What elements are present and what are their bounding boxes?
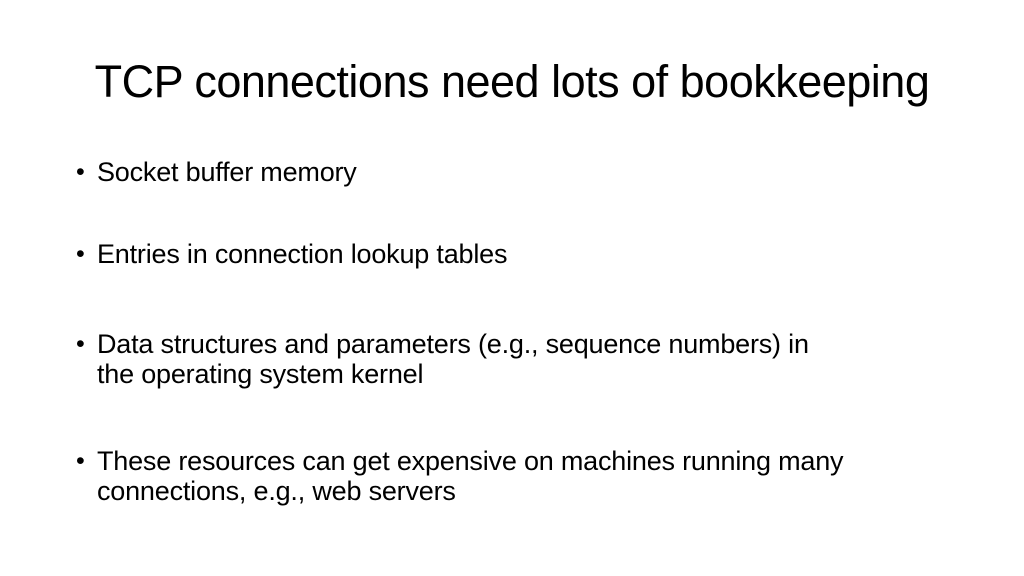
bullet-item-expensive-resources: • These resources can get expensive on m… — [76, 446, 966, 506]
bullet-text: Data structures and parameters (e.g., se… — [97, 329, 809, 389]
bullet-text: Entries in connection lookup tables — [97, 239, 508, 269]
slide-title: TCP connections need lots of bookkeeping — [94, 56, 930, 107]
bullet-dot: • — [76, 447, 85, 475]
bullet-text: These resources can get expensive on mac… — [97, 446, 844, 506]
bullet-item-lookup-tables: • Entries in connection lookup tables — [76, 239, 966, 269]
bullet-dot: • — [76, 158, 85, 186]
bullet-item-socket-buffer: • Socket buffer memory — [76, 157, 966, 187]
bullet-item-data-structures: • Data structures and parameters (e.g., … — [76, 329, 966, 389]
bullet-text: Socket buffer memory — [97, 157, 357, 187]
bullet-dot: • — [76, 330, 85, 358]
bullet-dot: • — [76, 240, 85, 268]
